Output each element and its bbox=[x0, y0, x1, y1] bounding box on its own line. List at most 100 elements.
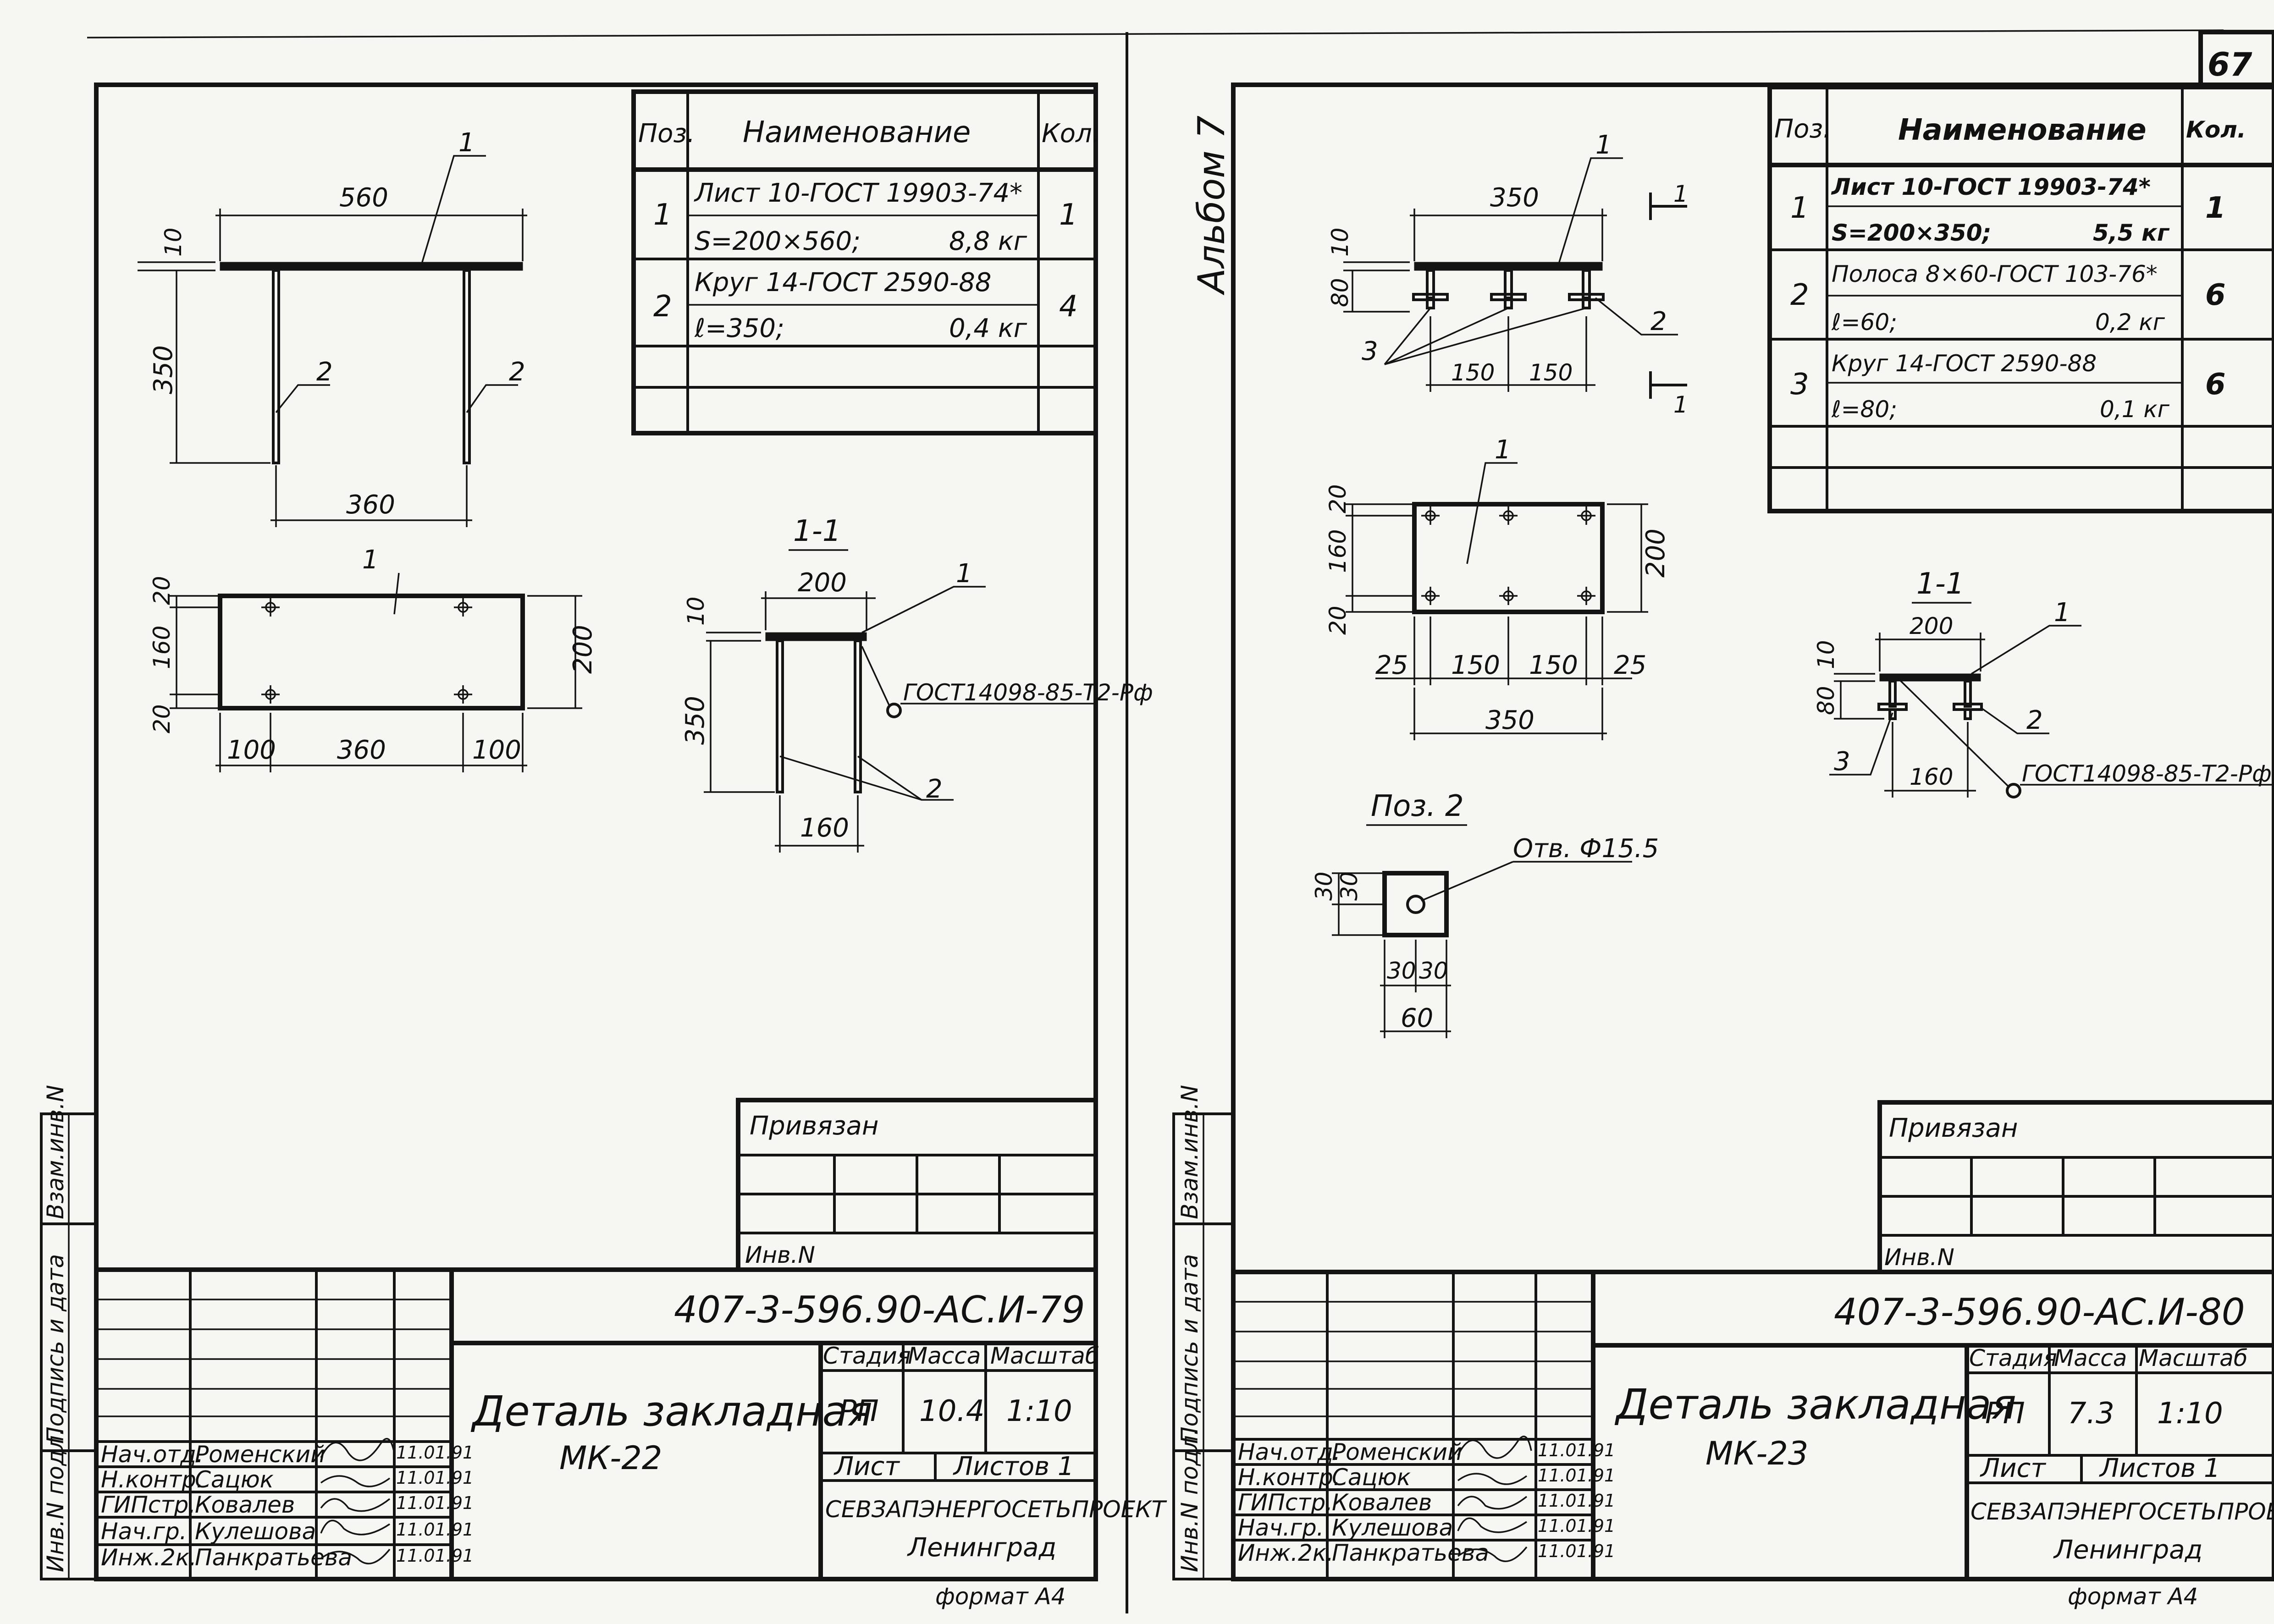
left-role-4: Нач.гр. bbox=[101, 1518, 187, 1545]
left-spec-qty-2: 4 bbox=[1059, 290, 1078, 324]
right-spec-qty-1: 1 bbox=[2205, 191, 2226, 225]
left-spec-qty-1: 1 bbox=[1059, 198, 1078, 232]
left-mark: МК-22 bbox=[559, 1439, 662, 1477]
right-sheet: Инв.N подл. Подпись и дата Взам.инв.N По… bbox=[1172, 83, 2274, 1610]
left-plan-dim-20-bot: 20 bbox=[149, 704, 175, 733]
right-pos2-dim-60: 60 bbox=[1401, 1003, 1433, 1033]
right-plan-plate bbox=[1412, 502, 1605, 614]
left-spec-header-pos: Поз. bbox=[638, 119, 695, 149]
right-section-mark-bot: 1 bbox=[1673, 391, 1688, 418]
left-plan-dim-200: 200 bbox=[568, 625, 598, 674]
right-person-4: Кулешова bbox=[1332, 1514, 1453, 1541]
right-side-sign: Подпись и дата bbox=[1176, 1254, 1203, 1444]
left-spec-header-name: Наименование bbox=[743, 116, 971, 149]
right-scale-header: Масштаб bbox=[2139, 1345, 2248, 1371]
left-date-1: 11.01.91 bbox=[396, 1442, 474, 1463]
right-pos2-dim-30-b: 30 bbox=[1336, 871, 1363, 901]
right-spec-name-1: Лист 10-ГОСТ 19903-74* bbox=[1831, 174, 2151, 200]
left-section-label: 1-1 bbox=[793, 514, 841, 548]
right-role-2: Н.контр. bbox=[1238, 1464, 1341, 1491]
left-section-view: 1-1 200 10 350 160 1 2 bbox=[680, 514, 1153, 853]
right-mark: МК-23 bbox=[1706, 1435, 1808, 1472]
right-role-1: Нач.отд. bbox=[1238, 1439, 1341, 1465]
right-section-plate bbox=[1879, 673, 1981, 682]
right-date-5: 11.01.91 bbox=[1538, 1541, 1615, 1561]
left-plan-dim-360: 360 bbox=[337, 735, 386, 765]
right-section-callout-2: 2 bbox=[2026, 705, 2043, 735]
right-spec-pos-2: 2 bbox=[1790, 278, 1809, 312]
left-signatures bbox=[320, 1438, 395, 1564]
left-section-dim-350: 350 bbox=[680, 696, 710, 745]
right-pos2-dim-30-d: 30 bbox=[1419, 958, 1448, 984]
left-callout-2-a: 2 bbox=[316, 357, 333, 387]
right-scale: 1:10 bbox=[2157, 1397, 2223, 1431]
right-section-dim-10: 10 bbox=[1813, 640, 1839, 669]
right-date-4: 11.01.91 bbox=[1538, 1516, 1615, 1536]
right-plan-dim-350: 350 bbox=[1485, 705, 1534, 735]
right-spec-header-name: Наименование bbox=[1898, 113, 2147, 147]
right-privyazan-label: Привязан bbox=[1889, 1113, 2018, 1143]
right-plan-dim-160: 160 bbox=[1325, 529, 1351, 573]
left-plan-dim-100-a: 100 bbox=[227, 735, 276, 765]
right-plan-dim-25-b: 25 bbox=[1614, 650, 1646, 680]
right-callout-1-top: 1 bbox=[1595, 130, 1612, 160]
right-pos2-detail: Поз. 2 Отв. Ф15.5 30 30 30 30 60 bbox=[1311, 789, 1659, 1038]
right-date-2: 11.01.91 bbox=[1538, 1465, 1615, 1486]
left-mass-header: Масса bbox=[908, 1343, 981, 1369]
left-spec-header-qty: Кол. bbox=[1042, 119, 1100, 149]
left-person-1: Роменский bbox=[195, 1441, 326, 1468]
left-section-weld-ref: ГОСТ14098-85-Т2-Рф bbox=[903, 679, 1153, 706]
right-org: СЕВЗАПЭНЕРГОСЕТЬПРОЕКТ bbox=[1970, 1498, 2274, 1525]
right-plan-callout-1: 1 bbox=[1495, 435, 1511, 465]
right-section-dim-160: 160 bbox=[1910, 764, 1953, 790]
left-side-inv: Инв.N подл. bbox=[42, 1428, 69, 1572]
right-section-mark: 1 1 bbox=[1649, 181, 1688, 418]
right-section-label: 1-1 bbox=[1916, 567, 1965, 601]
left-plan-dim-100-b: 100 bbox=[472, 735, 521, 765]
right-spec-size-2: ℓ=60; bbox=[1831, 309, 1897, 336]
right-format: формат А4 bbox=[2068, 1583, 2198, 1610]
right-side-vzam: Взам.инв.N bbox=[1176, 1085, 1203, 1219]
right-mass-header: Масса bbox=[2054, 1345, 2127, 1371]
right-spec-name-2: Полоса 8×60-ГОСТ 103-76* bbox=[1832, 261, 2158, 287]
left-spec-table: Поз. Наименование Кол. 1 Лист 10-ГОСТ 19… bbox=[631, 89, 1100, 435]
left-spec-pos-1: 1 bbox=[653, 198, 672, 232]
right-privyazan: Привязан Инв.N bbox=[1877, 1100, 2274, 1274]
right-sheets-label: Листов 1 bbox=[2099, 1453, 2220, 1483]
left-stage: РП bbox=[839, 1394, 879, 1428]
right-date-3: 11.01.91 bbox=[1538, 1491, 1615, 1511]
right-title: Деталь закладная bbox=[1614, 1381, 2016, 1429]
right-plan-dim-150-b: 150 bbox=[1529, 650, 1578, 680]
left-spec-name-2: Круг 14-ГОСТ 2590-88 bbox=[695, 268, 992, 297]
right-side-inv: Инв.N подл. bbox=[1176, 1428, 1203, 1572]
left-spec-size-1: S=200×560; bbox=[695, 226, 861, 256]
right-city: Ленинград bbox=[2053, 1535, 2202, 1565]
right-callout-3: 3 bbox=[1362, 336, 1378, 366]
right-signatures bbox=[1457, 1436, 1532, 1562]
left-spec-size-2: ℓ=350; bbox=[694, 314, 784, 343]
left-plan-callout-1: 1 bbox=[362, 545, 379, 575]
left-stage-header: Стадия bbox=[823, 1343, 911, 1369]
right-plan-dim-200: 200 bbox=[1641, 528, 1671, 578]
left-anchor-rod-a bbox=[272, 269, 280, 464]
left-scale: 1:10 bbox=[1006, 1394, 1072, 1428]
right-spec-header-qty: Кол. bbox=[2186, 116, 2246, 143]
left-person-3: Ковалев bbox=[195, 1492, 295, 1518]
left-side-stamp: Инв.N подл. Подпись и дата Взам.инв.N bbox=[40, 1085, 98, 1580]
left-role-5: Инж.2к. bbox=[101, 1544, 197, 1571]
left-spec-mass-2: 0,4 кг bbox=[949, 314, 1027, 343]
right-plan-weld-marks bbox=[1421, 506, 1595, 605]
left-format: формат А4 bbox=[935, 1583, 1065, 1610]
right-section-mark-top: 1 bbox=[1673, 181, 1688, 207]
left-section-dim-160: 160 bbox=[800, 813, 849, 843]
left-elevation-view: 560 10 350 360 1 2 2 bbox=[138, 128, 527, 527]
right-spec-mass-1: 5,5 кг bbox=[2093, 220, 2170, 246]
left-dim-10: 10 bbox=[160, 227, 187, 257]
right-dim-10: 10 bbox=[1327, 227, 1353, 257]
right-pos2-label: Поз. 2 bbox=[1371, 789, 1464, 823]
right-plan-dim-25-a: 25 bbox=[1375, 650, 1408, 680]
left-date-2: 11.01.91 bbox=[396, 1468, 474, 1488]
left-doc-code: 407-3-596.90-АС.И-79 bbox=[674, 1288, 1085, 1331]
right-plan-dim-20-top: 20 bbox=[1325, 484, 1351, 513]
